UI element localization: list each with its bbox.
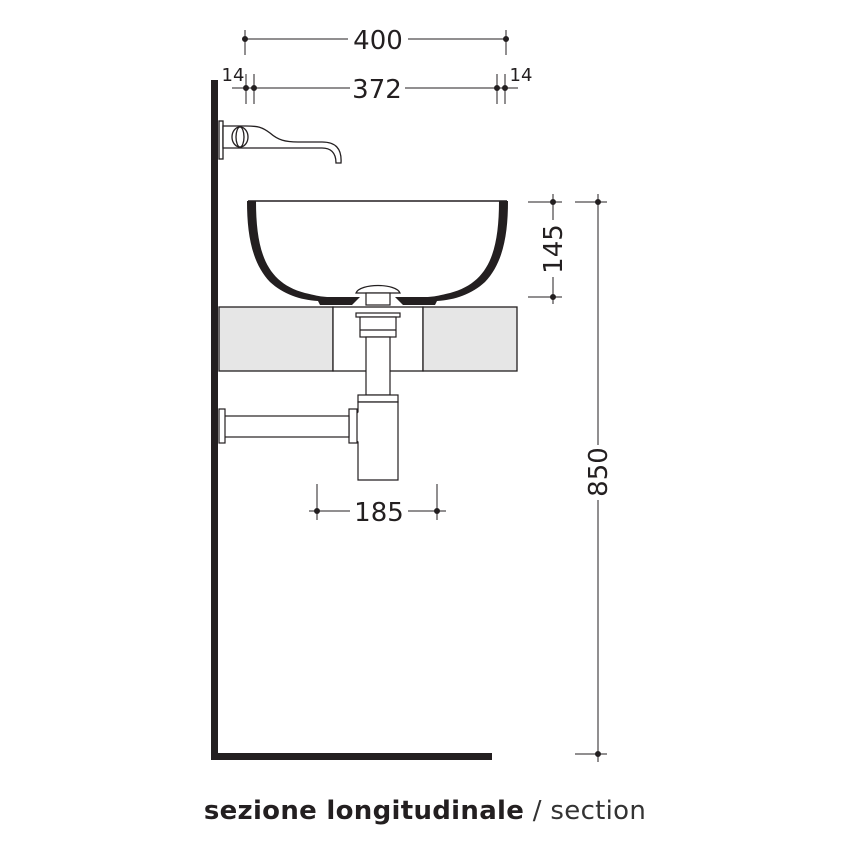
dim-label-14-right: 14	[510, 65, 533, 86]
caption-separator: /	[532, 796, 542, 826]
countertop	[218, 306, 518, 372]
dim-label-185: 185	[354, 498, 404, 528]
bottle-trap	[354, 401, 399, 481]
dim-inner-width	[232, 74, 518, 104]
caption-english: section	[550, 796, 647, 826]
drain-cap	[355, 284, 401, 294]
waste-pipe	[221, 415, 350, 438]
wall	[211, 80, 218, 760]
vessel-basin	[247, 200, 508, 305]
dim-overall-width	[242, 30, 509, 55]
faucet	[218, 120, 342, 164]
drawing-caption: sezione longitudinale / section	[0, 796, 850, 826]
drain-trap	[218, 284, 401, 481]
caption-italian: sezione longitudinale	[203, 796, 525, 826]
dim-label-145: 145	[539, 224, 569, 274]
floor	[211, 753, 492, 760]
dim-total-height	[575, 194, 607, 762]
wall-floor	[211, 80, 492, 760]
dim-basin-height	[528, 194, 562, 304]
tail-pipe	[365, 336, 391, 396]
dim-label-400: 400	[353, 26, 403, 56]
dim-label-14-left: 14	[222, 65, 245, 86]
dim-label-850: 850	[584, 447, 614, 497]
dim-label-372: 372	[352, 75, 402, 105]
dim-trap-offset	[309, 484, 446, 520]
faucet-spout-icon	[222, 125, 342, 164]
